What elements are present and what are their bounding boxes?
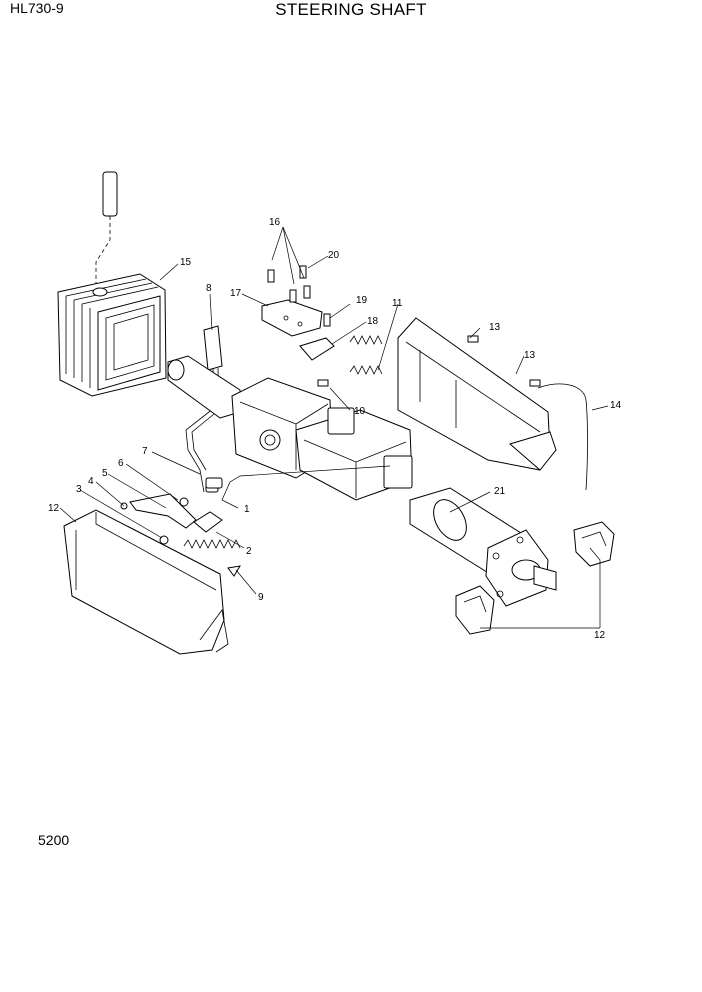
callout-4: 4 [88, 476, 94, 487]
callout-14: 13 [489, 322, 501, 333]
part-springs-10 [317, 335, 383, 387]
callout-22: 21 [494, 486, 506, 497]
callout-21: 20 [328, 250, 340, 261]
callout-17: 16 [269, 217, 281, 228]
callout-3: 3 [76, 484, 82, 495]
part-bushing-12 [455, 521, 615, 635]
callout-18: 17 [230, 288, 242, 299]
leader-lines [59, 226, 609, 629]
callout-labels: 16 20 15 8 17 19 11 18 13 13 14 10 7 6 5… [48, 217, 622, 641]
part-fasteners-17-20-21 [267, 265, 479, 343]
callout-12: 12 [594, 630, 606, 641]
page-title: STEERING SHAFT [275, 0, 427, 19]
callout-2: 2 [246, 546, 252, 557]
part-boot-16 [57, 171, 167, 397]
callout-19: 18 [367, 316, 379, 327]
callout-5: 5 [102, 468, 108, 479]
callout-13-left: 12 [48, 503, 60, 514]
callout-8: 8 [206, 283, 212, 294]
part-column-tube-22 [409, 487, 557, 607]
callout-13-right: 13 [524, 350, 536, 361]
part-main-housing [167, 355, 413, 501]
callout-20: 19 [356, 295, 368, 306]
part-small-parts-1-7 [120, 477, 223, 545]
page-number: 5200 [38, 832, 70, 848]
part-cover-13-left [63, 509, 229, 655]
callout-11: 11 [392, 298, 403, 309]
model-code: HL730-9 [10, 0, 64, 16]
callout-7: 7 [142, 446, 148, 457]
callout-6: 6 [118, 458, 124, 469]
callout-10: 10 [354, 406, 366, 417]
part-cover-13-right [397, 317, 588, 491]
callout-15: 14 [610, 400, 622, 411]
part-plates-18-19 [261, 299, 335, 361]
callout-1: 1 [244, 504, 250, 515]
callout-9: 9 [258, 592, 264, 603]
callout-16: 15 [180, 257, 192, 268]
